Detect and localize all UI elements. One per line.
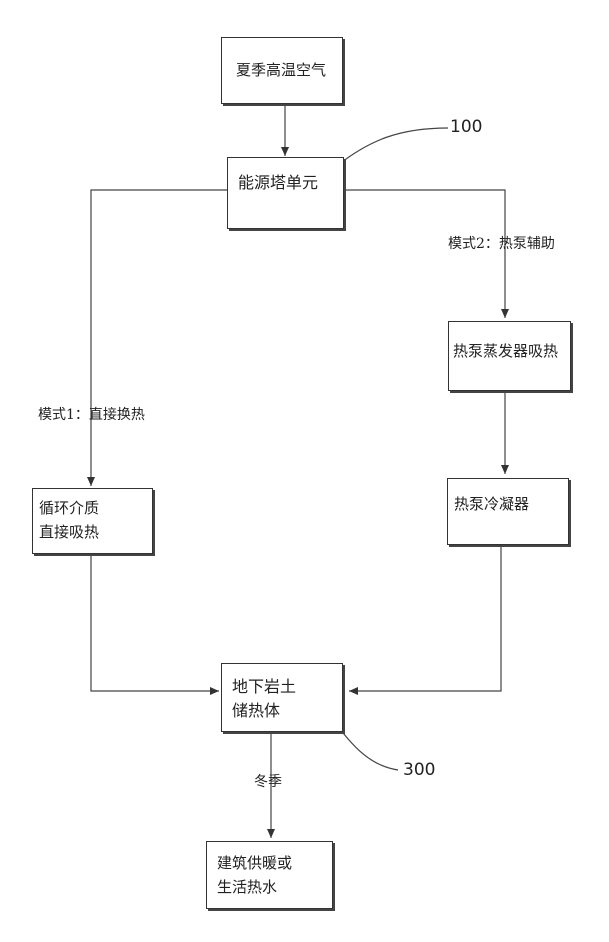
usage-box: 建筑供暖或 生活热水 <box>206 841 333 909</box>
direct-absorb-line2: 直接吸热 <box>39 521 99 543</box>
hp-condenser-label: 热泵冷凝器 <box>454 493 529 515</box>
energy-tower-label: 能源塔单元 <box>238 172 318 194</box>
direct-absorb-line1: 循环介质 <box>39 497 99 519</box>
mode2-label: 模式2：热泵辅助 <box>448 235 555 253</box>
energy-tower-box: 能源塔单元 <box>227 157 344 229</box>
mode1-label: 模式1：直接换热 <box>38 406 145 424</box>
hp-evaporator-label: 热泵蒸发器吸热 <box>453 340 558 362</box>
storage-line2: 储热体 <box>232 700 280 722</box>
arrow-condenser-to-storage <box>349 545 501 691</box>
hp-evaporator-box: 热泵蒸发器吸热 <box>448 321 571 391</box>
arrow-tower-to-evaporator <box>344 190 505 318</box>
ref-100: 100 <box>450 117 482 137</box>
winter-label: 冬季 <box>254 773 282 791</box>
hp-condenser-box: 热泵冷凝器 <box>447 478 569 545</box>
leader-100 <box>338 128 448 165</box>
ref-300: 300 <box>403 760 435 780</box>
summer-air-box: 夏季高温空气 <box>221 37 343 104</box>
direct-absorb-box: 循环介质 直接吸热 <box>32 488 153 554</box>
storage-line1: 地下岩土 <box>232 676 296 698</box>
usage-line1: 建筑供暖或 <box>217 852 292 874</box>
summer-air-label: 夏季高温空气 <box>236 59 326 81</box>
usage-line2: 生活热水 <box>217 876 277 898</box>
storage-box: 地下岩土 储热体 <box>221 663 343 732</box>
arrow-direct-to-storage <box>91 554 219 691</box>
arrow-tower-to-direct <box>91 190 227 486</box>
